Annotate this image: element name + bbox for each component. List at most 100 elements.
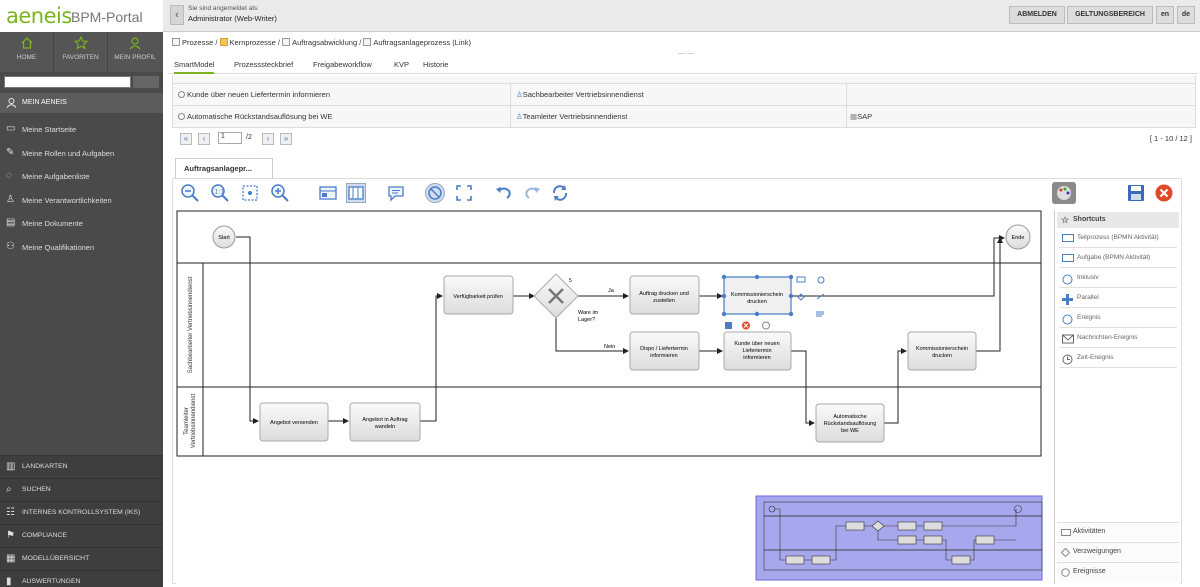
table-row[interactable]: Automatische Rückstandsauflösung bei WE … [172,106,1196,128]
prev-page-button[interactable]: ‹ [198,133,210,145]
shortcuts-header[interactable]: ☆ Shortcuts [1057,212,1179,228]
category-aktivitaeten[interactable]: Aktivitäten [1057,522,1179,541]
gateway-exclusive[interactable]: 5 [533,273,579,319]
shortcut-teilprozess[interactable]: Teilprozess (BPMN Aktivität) [1059,230,1177,248]
nav-profile[interactable]: MEIN PROFIL [108,32,162,72]
section-mein-aeneis[interactable]: MEIN AENEIS [0,93,163,113]
category-ereignisse[interactable]: Ereignisse [1057,562,1179,581]
rect-icon [1061,529,1071,538]
connect-shortcut-icon[interactable] [816,293,825,300]
table-row[interactable]: Kunde über neuen Liefertermin informiere… [172,84,1196,106]
sidebar-bottom-item-3[interactable]: ☷INTERNES KONTROLLSYSTEM (IKS) [0,501,163,524]
tab-historie[interactable]: Historie [423,60,449,69]
fit-page-icon[interactable] [240,183,260,203]
save-icon[interactable] [1126,183,1146,203]
sidebar-search-button[interactable] [133,76,159,88]
tab-freigabeworkflow[interactable]: Freigabeworkflow [313,60,372,69]
sidebar-search-input[interactable] [4,76,131,88]
logout-button[interactable]: ABMELDEN [1009,6,1065,24]
page-input[interactable]: 1 [218,132,242,144]
zoom-out-icon[interactable] [180,183,200,203]
end-event-label: Ende [1012,235,1025,241]
sidebar-item-2[interactable]: ✎Meine Rollen und Aufgaben [0,142,163,165]
add-event-shortcut-icon[interactable] [817,276,825,284]
breadcrumb-item[interactable]: Kernprozesse [229,38,276,47]
role-text: Sachbearbeiter Vertriebsinnendienst [522,90,644,99]
category-verzweigungen[interactable]: Verzweigungen [1057,542,1179,561]
sidebar-bottom-item-6[interactable]: ▮AUSWERTUNGEN [0,570,163,587]
shortcut-nachrichten[interactable]: Nachrichten-Ereignis [1059,330,1177,348]
sidebar-bottom-item-4[interactable]: ⚑COMPLIANCE [0,524,163,547]
refresh-icon[interactable] [550,183,570,203]
breadcrumb-item[interactable]: Auftragsabwicklung [292,38,358,47]
sidebar-bottom-item-5[interactable]: ▦MODELLÜBERSICHT [0,547,163,570]
star-icon [54,32,107,54]
shortcut-parallel[interactable]: Parallel [1059,290,1177,308]
add-task-shortcut-icon[interactable] [796,276,806,283]
shortcut-aufgabe[interactable]: Aufgabe (BPMN Aktivität) [1059,250,1177,268]
info-shortcut-icon[interactable] [762,321,770,330]
add-gateway-shortcut-icon[interactable] [797,293,805,301]
more-shortcut-icon[interactable] [816,311,824,317]
zoom-reset-icon[interactable]: 1:1 [210,183,230,203]
task-angebot-versenden[interactable]: Angebot versenden [259,402,329,442]
tab-prozesssteckbrief[interactable]: Prozesssteckbrief [234,60,294,69]
sidebar-item-1[interactable]: ▭Meine Startseite [0,118,163,141]
lang-de-button[interactable]: de [1177,6,1195,24]
people-icon: ⚇ [6,240,15,252]
minimap[interactable] [755,495,1043,581]
sidebar-item-6[interactable]: ⚇ Meine Qualifikationen [0,236,163,259]
role-icon: ♙ [516,112,523,121]
breadcrumb-item[interactable]: Prozesse [182,38,214,47]
tab-smartmodel[interactable]: SmartModel [174,60,215,74]
back-button[interactable]: ‹ [170,5,184,25]
first-page-button[interactable]: « [180,133,192,145]
close-icon[interactable] [1154,183,1174,203]
task-verfuegbarkeit[interactable]: Verfügbarkeit prüfen [443,275,514,315]
undo-icon[interactable] [494,183,514,203]
collapse-handle[interactable]: — — [678,50,694,57]
tab-kvp[interactable]: KVP [394,60,410,69]
modeler-tab[interactable]: Auftragsanlagepr... [175,158,273,178]
next-page-button[interactable]: › [262,133,274,145]
comment-icon[interactable] [386,183,406,203]
scope-button[interactable]: GELTUNGSBEREICH [1067,6,1153,24]
last-page-button[interactable]: » [280,133,292,145]
nav-home[interactable]: HOME [0,32,54,72]
shortcut-ereignis[interactable]: Ereignis [1059,310,1177,328]
zoom-in-icon[interactable] [270,183,290,203]
envelope-icon [1062,334,1074,346]
start-event[interactable] [212,225,236,249]
process-canvas[interactable]: Sachbearbeiter Vertriebsinnendienst Team… [176,210,1053,584]
layout-icon[interactable] [318,183,338,203]
sidebar-item-5[interactable]: ▤Meine Dokumente [0,212,163,235]
lanes-toggle-icon[interactable] [346,183,366,203]
shortcut-zeit[interactable]: Zeit-Ereignis [1059,350,1177,368]
shortcut-inklusiv[interactable]: Inklusiv [1059,270,1177,288]
sidebar-bottom-item-2[interactable]: ⌕SUCHEN [0,478,163,501]
edit-shortcut-icon[interactable] [725,322,732,329]
logo[interactable]: aeneis BPM-Portal [0,0,163,32]
role-cell: ♙Teamleiter Vertriebsinnendienst [516,112,627,121]
palette-icon[interactable] [1052,182,1076,204]
fullscreen-icon[interactable] [454,183,474,203]
sidebar-item-3[interactable]: ◌Meine Aufgabenliste [0,165,163,188]
lang-en-button[interactable]: en [1156,6,1174,24]
settings-icon[interactable] [425,183,445,203]
sidebar-bottom-item-1[interactable]: ▥LANDKARTEN [0,455,163,478]
redo-icon[interactable] [522,183,542,203]
sidebar-item-label: Meine Qualifikationen [22,242,95,252]
home-icon [0,32,53,54]
nav-favorites[interactable]: FAVORITEN [54,32,108,72]
breadcrumb-item[interactable]: Auftragsanlageprozess (Link) [373,38,471,47]
end-event[interactable] [1005,224,1031,250]
sidebar-item-4[interactable]: ♙Meine Verantwortlichkeiten [0,189,163,212]
